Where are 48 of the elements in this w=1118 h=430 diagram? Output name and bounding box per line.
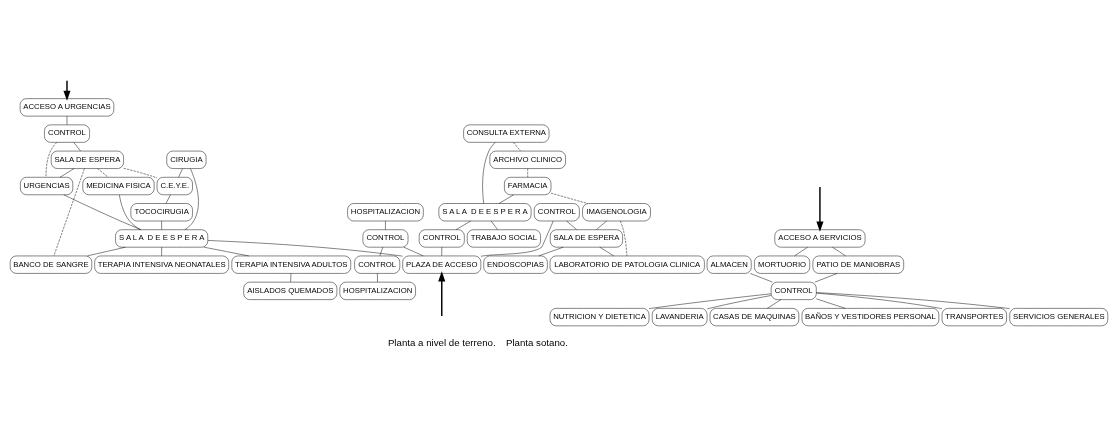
node-box: NUTRICION Y DIETETICA (549, 307, 650, 326)
arrow (63, 79, 71, 101)
arrow (816, 185, 824, 232)
node-box: LAVANDERIA (651, 307, 708, 326)
node-box: PLAZA DE ACCESO (402, 255, 482, 274)
node-box: SALA DE ESPERA (550, 228, 623, 247)
node-box: SERVICIOS GENERALES (1009, 307, 1109, 326)
node-box: ARCHIVO CLINICO (489, 150, 566, 169)
node-box: CONTROL (44, 124, 90, 143)
node-box: ALMACEN (706, 255, 752, 274)
node-box: MEDICINA FISICA (82, 176, 155, 195)
node-box: IMAGENOLOGIA (582, 202, 651, 221)
node-box: BAÑOS Y VESTIDORES PERSONAL (801, 307, 940, 326)
node-box: TRABAJO SOCIAL (467, 228, 541, 247)
node-box: TERAPIA INTENSIVA NEONATALES (94, 255, 229, 274)
node-box: S A L A D E E S P E R A (115, 228, 208, 247)
node-box: AISLADOS QUEMADOS (243, 281, 338, 300)
label: Planta sotano. (505, 336, 568, 348)
label: Planta a nivel de terreno. (387, 336, 496, 348)
node-box: ACCESO A SERVICIOS (774, 228, 866, 247)
node-box: CONSULTA EXTERNA (463, 124, 550, 143)
node-box: CONTROL (770, 281, 817, 300)
node-box: CIRUGIA (166, 150, 207, 169)
node-box: PATIO DE MANIOBRAS (812, 255, 904, 274)
node-box: BANCO DE SANGRE (9, 255, 92, 274)
node-box: FARMACIA (504, 176, 552, 195)
node-box: CONTROL (534, 202, 580, 221)
node-box: CASAS DE MAQUINAS (709, 307, 800, 326)
node-box: CONTROL (354, 255, 400, 274)
node-box: SALA DE ESPERA (50, 150, 124, 169)
node-box: URGENCIAS (20, 176, 74, 195)
node-box: C.E.Y.E. (156, 176, 193, 195)
node-box: HOSPITALIZACION (347, 202, 424, 221)
node-box: HOSPITALIZACION (339, 281, 416, 300)
node-box: TOCOCIRUGIA (130, 202, 193, 221)
node-box: ENDOSCOPIAS (483, 255, 548, 274)
node-box: ACCESO A URGENCIAS (19, 97, 115, 116)
node-box: MORTUORIO (754, 255, 810, 274)
node-box: CONTROL (418, 228, 465, 247)
connector (63, 194, 142, 230)
connector (119, 194, 141, 230)
connector (814, 272, 838, 282)
node-box: CONTROL (362, 228, 409, 247)
node-box: S A L A D E E S P E R A (438, 202, 532, 221)
node-box: LABORATORIO DE PATOLOGIA CLINICA (549, 255, 705, 274)
arrow (438, 270, 446, 317)
node-box: TRANSPORTES (941, 307, 1007, 326)
node-box: TERAPIA INTENSIVA ADULTOS (231, 255, 351, 274)
